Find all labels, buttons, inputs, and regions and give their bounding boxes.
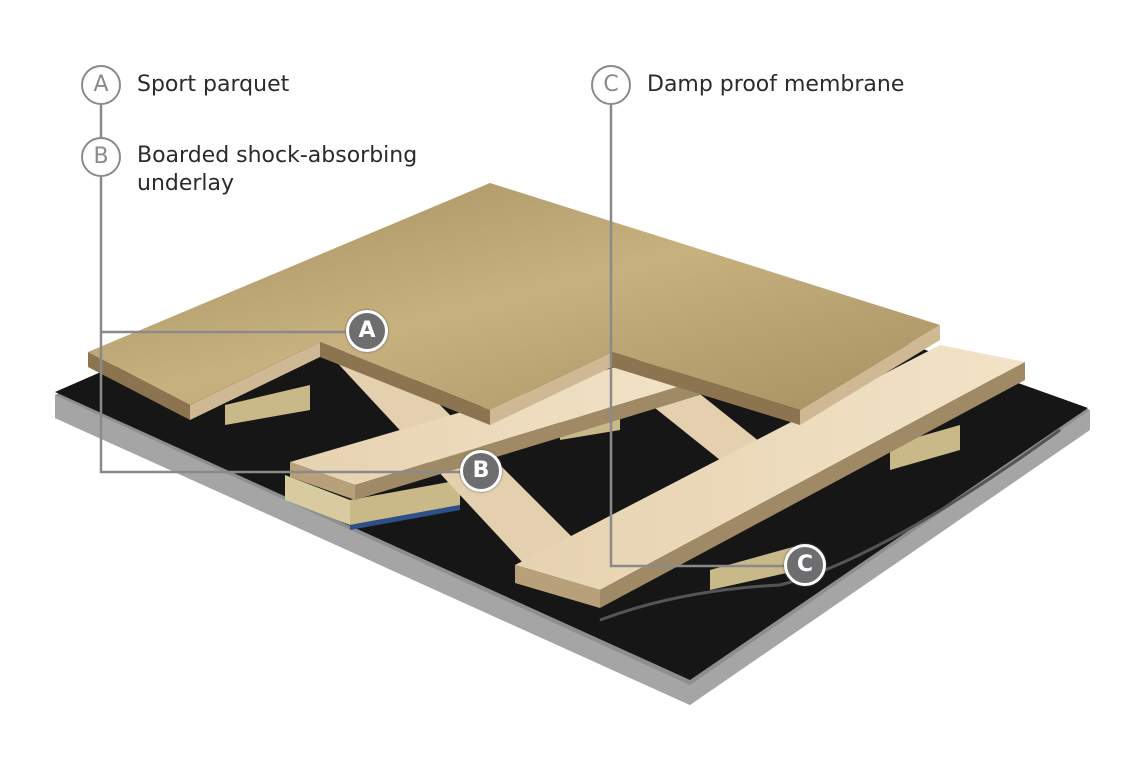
callout-marker-c: C bbox=[784, 544, 826, 586]
legend-label-membrane: Damp proof membrane bbox=[647, 72, 905, 97]
legend-marker-a: A bbox=[81, 65, 121, 105]
callout-marker-b: B bbox=[460, 450, 502, 492]
legend-marker-b: B bbox=[81, 137, 121, 177]
callout-marker-a: A bbox=[346, 310, 388, 352]
legend-marker-c: C bbox=[591, 65, 631, 105]
sport-parquet bbox=[88, 183, 940, 410]
callout-lines bbox=[99, 104, 786, 568]
legend-label-sport-parquet: Sport parquet bbox=[137, 72, 290, 97]
plywood-board bbox=[515, 345, 1025, 590]
legend-label-underlay: Boarded shock-absorbing underlay bbox=[137, 143, 418, 196]
